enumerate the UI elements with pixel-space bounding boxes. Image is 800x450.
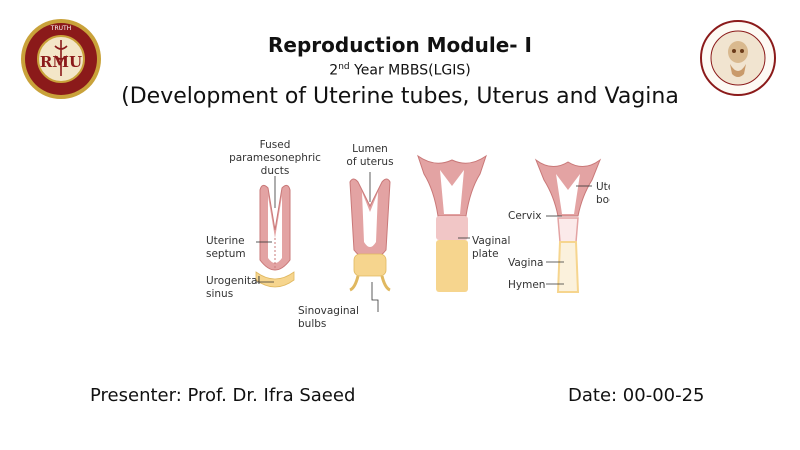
label-lumen-1: Lumen — [352, 143, 388, 155]
university-logo: TRUTH RMU — [21, 19, 101, 99]
label-uterine-body-1: Uterine — [596, 181, 610, 193]
module-title: Reproduction Module- I — [268, 33, 532, 57]
stage-2-lumen — [349, 178, 391, 292]
stage-1-fused-ducts — [255, 184, 295, 288]
label-urogenital-2: sinus — [206, 288, 233, 300]
label-uterine-septum-1: Uterine — [206, 235, 245, 247]
label-urogenital-1: Urogenital — [206, 275, 260, 287]
label-vaginal-plate-2: plate — [472, 248, 499, 260]
label-uterine-septum-2: septum — [206, 248, 246, 260]
label-ducts: ducts — [261, 165, 290, 177]
label-vagina: Vagina — [508, 257, 543, 269]
label-sinovaginal-1: Sinovaginal — [298, 305, 359, 317]
logo-monogram: RMU — [40, 53, 82, 71]
year-ordinal: nd — [338, 62, 350, 72]
department-logo — [700, 20, 776, 96]
label-lumen-2: of uterus — [346, 156, 393, 168]
label-sinovaginal-2: bulbs — [298, 318, 326, 330]
label-paramesonephric: paramesonephric — [229, 152, 321, 164]
label-uterine-body-2: body — [596, 194, 610, 206]
leader-lines — [256, 172, 592, 312]
logo-top-text: TRUTH — [50, 25, 71, 32]
stage-3-vaginal-plate — [417, 154, 487, 292]
course-year: 2nd Year MBBS(LGIS) — [0, 62, 800, 79]
presentation-date: Date: 00-00-25 — [568, 385, 705, 406]
lecture-subtitle: (Development of Uterine tubes, Uterus an… — [121, 84, 679, 109]
stage-4-mature — [534, 158, 602, 293]
label-hymen: Hymen — [508, 279, 545, 291]
year-course: Year MBBS(LGIS) — [349, 62, 471, 79]
year-number: 2 — [329, 62, 339, 79]
label-vaginal-plate-1: Vaginal — [472, 235, 510, 247]
presenter-name: Presenter: Prof. Dr. Ifra Saeed — [90, 385, 356, 406]
development-diagram: Fused paramesonephric ducts Uterine sept… — [206, 139, 610, 330]
label-cervix: Cervix — [508, 210, 541, 222]
label-fused: Fused — [260, 139, 291, 151]
